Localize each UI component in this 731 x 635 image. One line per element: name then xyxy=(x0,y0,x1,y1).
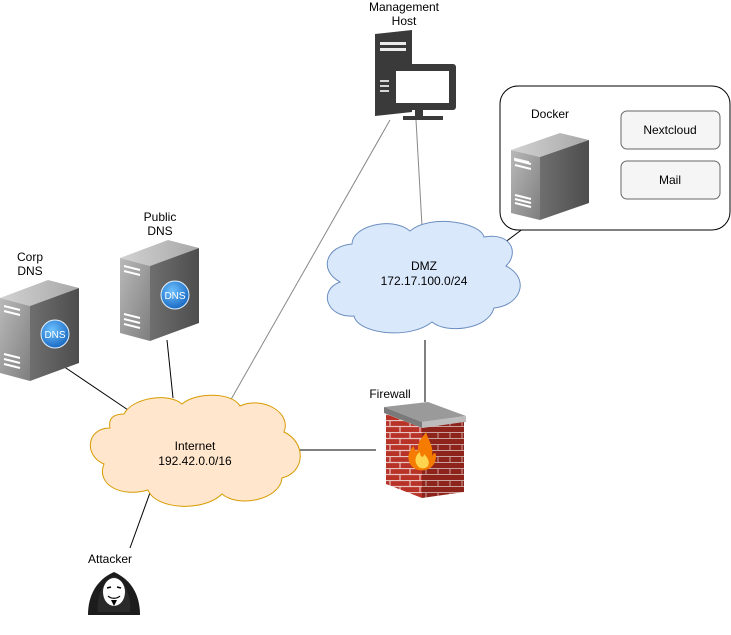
firewall-label: Firewall xyxy=(369,387,410,401)
corp-dns-server[interactable]: Corp DNS DNS xyxy=(0,250,79,381)
internet-name: Internet xyxy=(175,439,216,453)
public-dns-label-line1: Public xyxy=(144,210,177,224)
internet-cloud[interactable]: Internet 192.42.0.0/16 xyxy=(89,394,301,507)
dmz-subnet: 172.17.100.0/24 xyxy=(381,274,468,288)
docker-server-icon xyxy=(511,133,589,220)
management-host[interactable]: Management Host xyxy=(369,0,456,120)
firewall[interactable]: Firewall xyxy=(369,387,466,498)
docker-label: Docker xyxy=(531,107,569,121)
public-dns-badge: DNS xyxy=(164,291,185,302)
dmz-cloud[interactable]: DMZ 172.17.100.0/24 xyxy=(326,220,521,334)
management-host-label-line1: Management xyxy=(369,0,440,14)
dmz-name: DMZ xyxy=(411,259,437,273)
flame-icon xyxy=(408,432,436,471)
link-mgmt-internet xyxy=(224,119,391,411)
corp-dns-label-line1: Corp xyxy=(17,250,43,264)
dns-server-icon: DNS xyxy=(0,280,79,381)
mail-label: Mail xyxy=(659,173,681,187)
corp-dns-label-line2: DNS xyxy=(17,264,42,278)
attacker[interactable]: Attacker xyxy=(88,552,140,615)
firewall-icon xyxy=(384,402,466,498)
management-host-label-line2: Host xyxy=(392,14,417,28)
public-dns-label-line2: DNS xyxy=(147,224,172,238)
connectors xyxy=(59,119,525,549)
corp-dns-badge: DNS xyxy=(44,330,65,341)
hacker-icon xyxy=(88,572,140,615)
internet-subnet: 192.42.0.0/16 xyxy=(158,454,232,468)
link-internet-attacker xyxy=(129,489,152,549)
dns-server-icon: DNS xyxy=(120,240,199,341)
attacker-label: Attacker xyxy=(88,552,132,566)
public-dns-server[interactable]: Public DNS DNS xyxy=(120,210,199,341)
nextcloud-label: Nextcloud xyxy=(643,123,696,137)
link-corpdns-internet xyxy=(59,363,138,417)
workstation-icon xyxy=(375,30,456,120)
link-mgmt-dmz xyxy=(415,119,423,227)
docker-host-group[interactable]: Docker Nextcloud Mail xyxy=(499,85,731,231)
link-publicdns-internet xyxy=(166,339,174,399)
mail-button[interactable]: Mail xyxy=(620,160,721,200)
nextcloud-button[interactable]: Nextcloud xyxy=(620,110,721,150)
